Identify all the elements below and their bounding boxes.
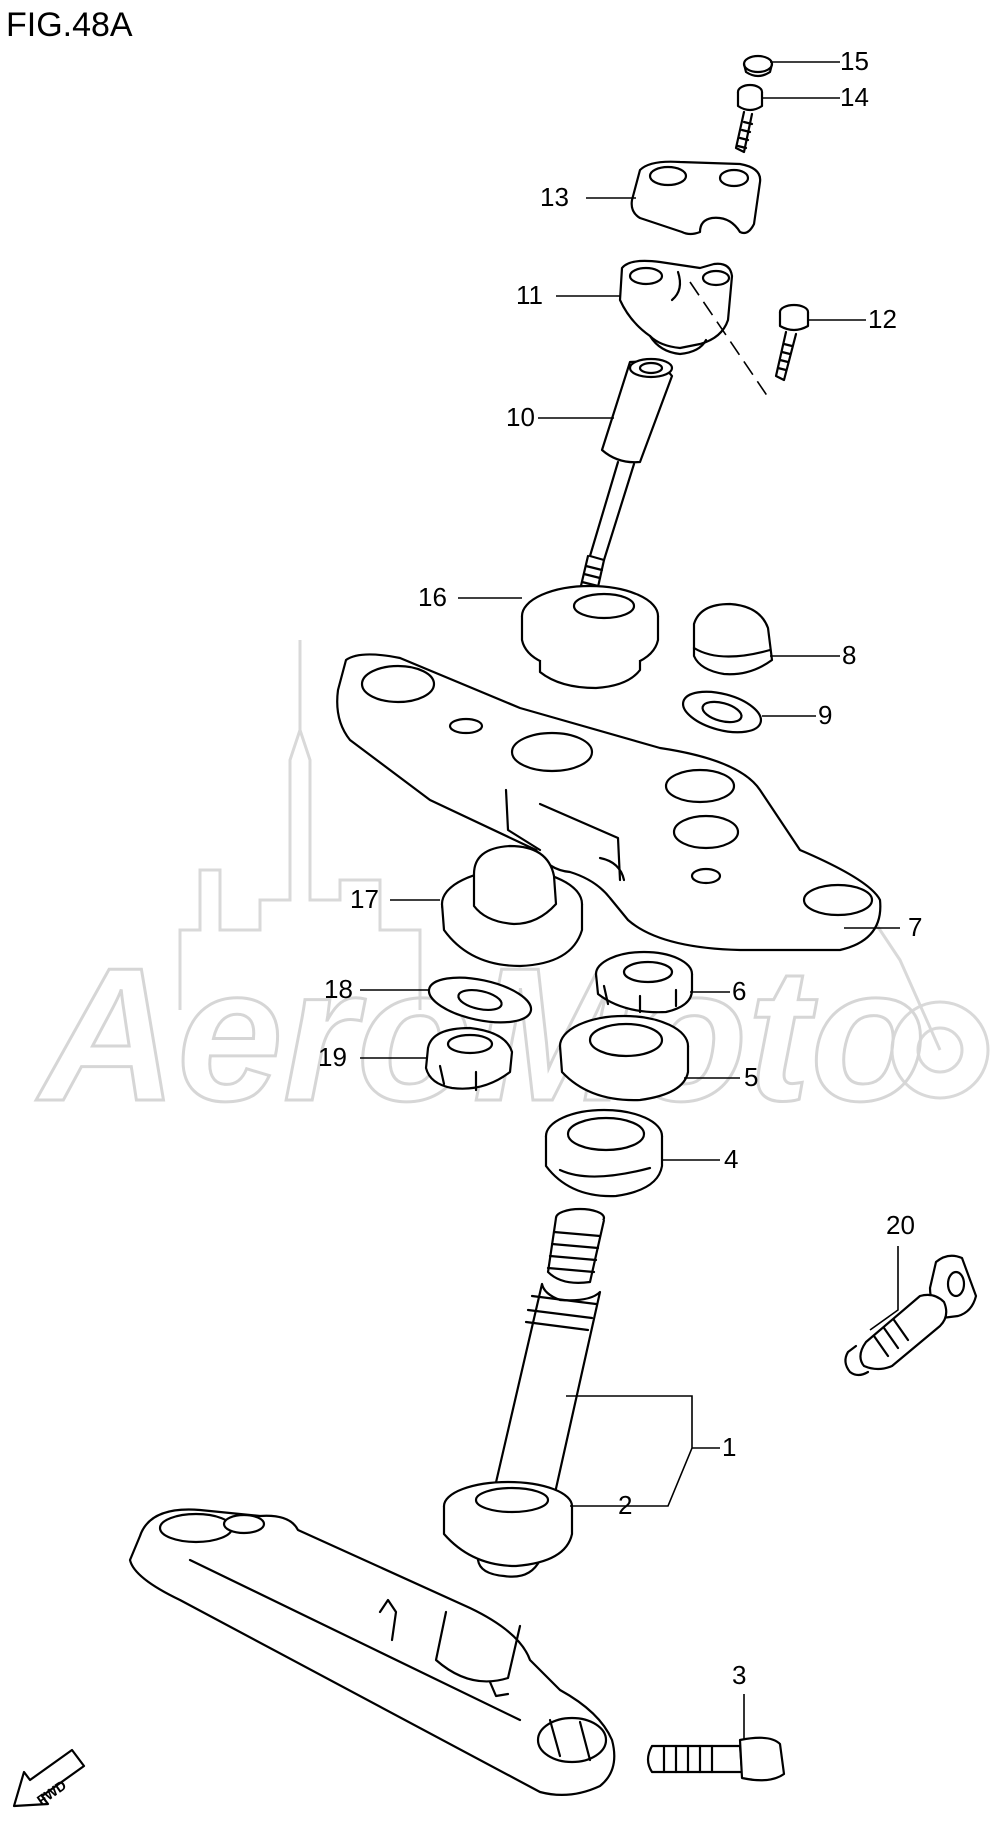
- part-cap-nut-8: [692, 602, 774, 676]
- callout-19: 19: [318, 1042, 347, 1072]
- callout-1: 1: [722, 1432, 736, 1462]
- callout-5: 5: [744, 1062, 758, 1092]
- leader-lines: [360, 61, 900, 1740]
- part-bolt-14: [734, 83, 764, 154]
- callout-10: 10: [506, 402, 535, 432]
- part-bearing-4: [544, 1108, 664, 1198]
- part-handlebar-10: [578, 357, 674, 598]
- callout-15: 15: [840, 46, 869, 76]
- callout-2: 2: [618, 1490, 632, 1520]
- callout-17: 17: [350, 884, 379, 914]
- part-holder-lower-11: [618, 259, 771, 401]
- callout-8: 8: [842, 640, 856, 670]
- part-bearing-17: [440, 844, 584, 968]
- callout-20: 20: [886, 1210, 915, 1240]
- callout-9: 9: [818, 700, 832, 730]
- part-washer-9: [681, 690, 763, 734]
- part-steering-stem-1: [442, 1207, 606, 1578]
- part-cap-15: [742, 54, 774, 78]
- callout-6: 6: [732, 976, 746, 1006]
- callout-18: 18: [324, 974, 353, 1004]
- part-bolt-3: [646, 1736, 786, 1782]
- callout-13: 13: [540, 182, 569, 212]
- part-upper-bracket-7: [336, 653, 882, 952]
- part-nut-19: [424, 1026, 514, 1092]
- fwd-arrow-icon: FWD: [12, 1748, 86, 1808]
- callout-12: 12: [868, 304, 897, 334]
- part-holder-upper-13: [630, 160, 762, 236]
- callout-16: 16: [418, 582, 447, 612]
- part-pin-20: [844, 1254, 978, 1377]
- part-bolt-12: [774, 303, 810, 382]
- figure-title: FIG.48A: [6, 6, 133, 44]
- callout-11: 11: [516, 280, 543, 310]
- part-damper-16: [520, 584, 660, 690]
- callout-7: 7: [908, 912, 922, 942]
- callout-3: 3: [732, 1660, 746, 1690]
- callout-4: 4: [724, 1144, 738, 1174]
- callout-14: 14: [840, 82, 869, 112]
- part-seal-5: [558, 1014, 690, 1102]
- part-washer-18: [427, 976, 533, 1024]
- part-nut-6: [594, 950, 694, 1014]
- part-lower-bracket: [128, 1508, 616, 1797]
